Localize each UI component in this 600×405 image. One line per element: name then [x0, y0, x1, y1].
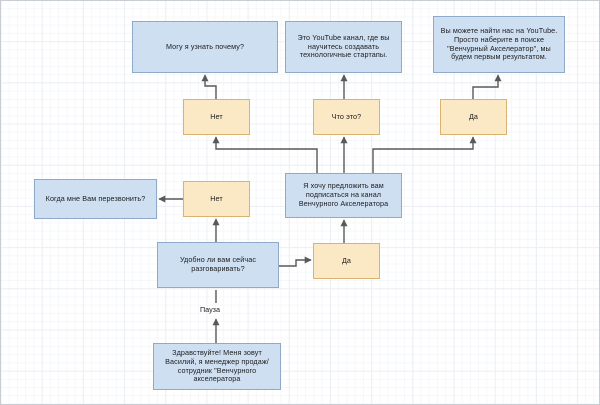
node-label: Здравствуйте! Меня зовут Василий, я мене…	[165, 347, 269, 384]
node-label: Да	[468, 111, 479, 121]
node-label: Да	[341, 255, 352, 265]
node-offer-subscribe[interactable]: Я хочу предложить вам подписаться на кан…	[285, 173, 402, 218]
edge-offer-to-no-top	[212, 136, 318, 173]
node-convenient[interactable]: Удобно ли вам сейчас разговаривать?	[157, 242, 279, 288]
node-label: Удобно ли вам сейчас разговаривать?	[179, 255, 257, 273]
node-label: Это YouTube канал, где вы научитесь созд…	[297, 32, 390, 60]
node-yes-top[interactable]: Да	[440, 99, 507, 135]
edge-convenient-to-yes-mid	[279, 256, 312, 267]
node-label: Что это?	[331, 111, 362, 121]
node-why[interactable]: Могу я узнать почему?	[132, 21, 278, 73]
node-label: Нет	[210, 193, 223, 203]
node-call-back[interactable]: Когда мне Вам перезвонить?	[34, 179, 157, 219]
edge-offer-to-yes-top	[372, 136, 477, 173]
node-label: Нет	[210, 111, 223, 121]
node-label: Вы можете найти нас на YouTube. Просто н…	[440, 25, 558, 62]
edge-label-pause: Пауза	[200, 305, 220, 314]
node-youtube-channel[interactable]: Это YouTube канал, где вы научитесь созд…	[285, 21, 402, 73]
node-label: Я хочу предложить вам подписаться на кан…	[298, 181, 389, 208]
node-yes-mid[interactable]: Да	[313, 243, 380, 279]
node-no-mid[interactable]: Нет	[183, 181, 250, 217]
edge-yes-top-to-find-us	[472, 74, 502, 99]
node-no-top[interactable]: Нет	[183, 99, 250, 135]
node-label: Могу я узнать почему?	[165, 41, 245, 51]
node-what-is-it[interactable]: Что это?	[313, 99, 380, 135]
node-find-us[interactable]: Вы можете найти нас на YouTube. Просто н…	[433, 16, 565, 73]
node-greeting[interactable]: Здравствуйте! Меня зовут Василий, я мене…	[153, 343, 281, 390]
node-label: Когда мне Вам перезвонить?	[45, 193, 146, 203]
edge-no-top-to-why	[201, 74, 217, 99]
